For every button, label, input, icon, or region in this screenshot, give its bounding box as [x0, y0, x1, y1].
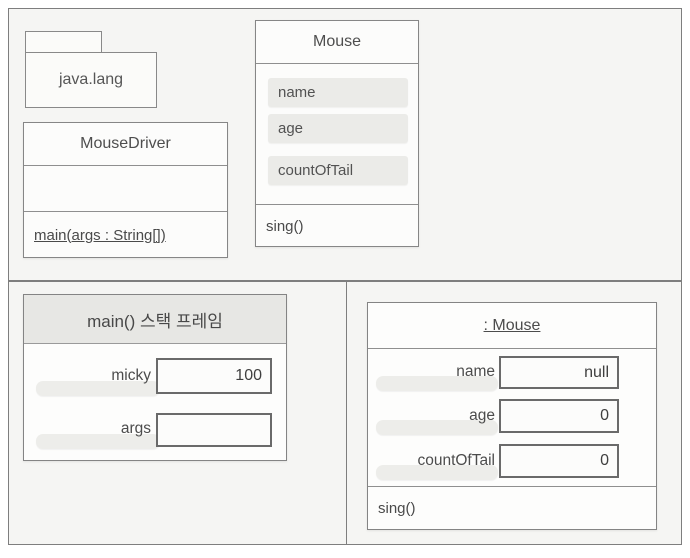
field-value-countoftail: 0	[499, 444, 619, 478]
mousedriver-attributes-section	[24, 166, 227, 212]
class-box-mousedriver: MouseDriver main(args : String[])	[23, 122, 228, 258]
class-box-mouse: Mouse name age countOfTail sing()	[255, 20, 419, 247]
static-method-main: main(args : String[])	[34, 226, 166, 244]
attribute-countoftail: countOfTail	[268, 156, 408, 185]
attribute-name: name	[268, 78, 408, 107]
field-value-name: null	[499, 356, 619, 389]
field-value-age: 0	[499, 399, 619, 433]
heap-method-sing: sing()	[368, 486, 656, 529]
stack-frame-title: main() 스택 프레임	[24, 295, 286, 344]
field-chip-age	[376, 420, 498, 435]
var-value-micky: 100	[156, 358, 272, 394]
package-folder-tab	[25, 31, 102, 53]
package-folder: java.lang	[25, 52, 157, 108]
field-label-countoftail: countOfTail	[417, 452, 495, 469]
class-title-mouse: Mouse	[256, 21, 418, 64]
mousedriver-methods-section: main(args : String[])	[24, 212, 227, 258]
var-value-args	[156, 413, 272, 447]
package-name: java.lang	[58, 71, 124, 88]
field-chip-name	[376, 376, 498, 391]
stack-frame-box: main() 스택 프레임 micky 100 args	[23, 294, 287, 461]
heap-object-box: : Mouse name null age 0 countOfTail 0 si…	[367, 302, 657, 530]
field-chip-countoftail	[376, 465, 498, 480]
var-chip-micky	[36, 381, 160, 396]
class-title-mousedriver: MouseDriver	[24, 123, 227, 166]
attribute-age: age	[268, 114, 408, 143]
var-label-args: args	[120, 420, 151, 437]
method-sing: sing()	[256, 204, 418, 247]
var-label-micky: micky	[111, 367, 151, 384]
var-chip-args	[36, 434, 160, 449]
field-label-name: name	[456, 363, 495, 380]
field-label-age: age	[469, 407, 495, 424]
heap-object-title-text: : Mouse	[483, 316, 541, 334]
heap-object-title: : Mouse	[368, 303, 656, 349]
